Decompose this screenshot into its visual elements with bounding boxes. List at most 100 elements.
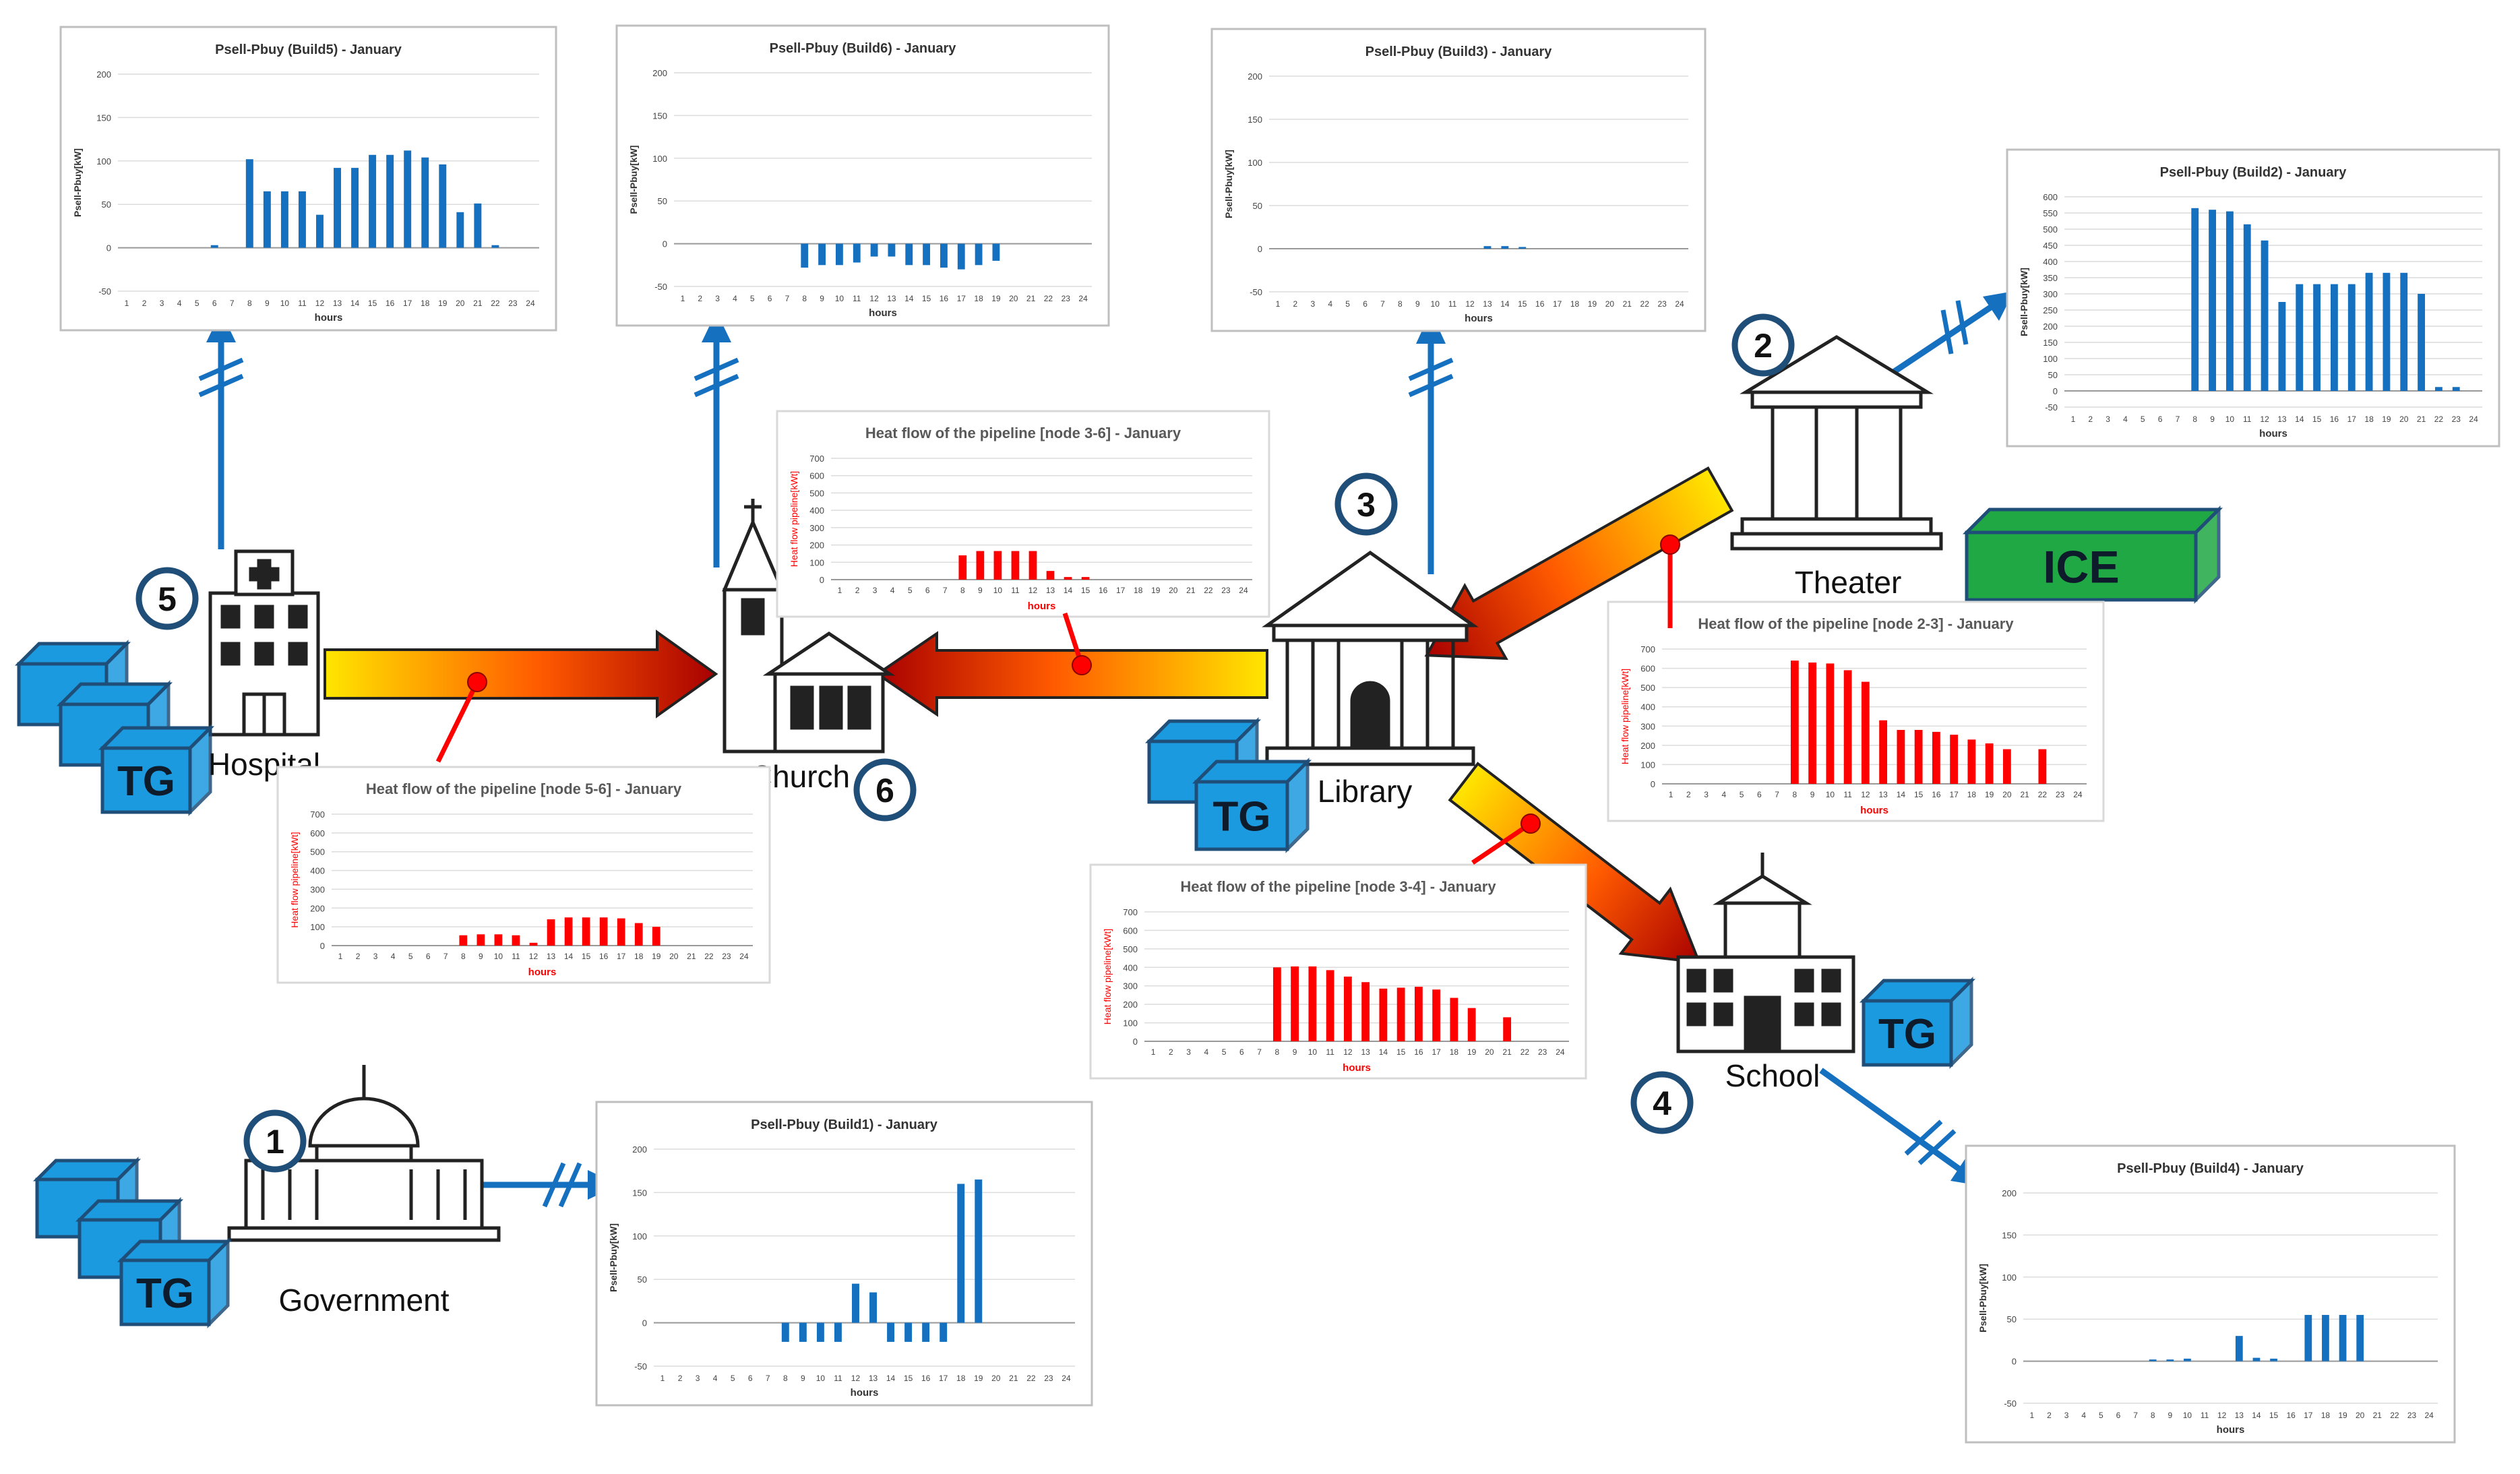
tg-unit-library: TG — [1192, 757, 1312, 854]
x-tick-label: 24 — [1062, 1374, 1071, 1383]
y-tick-label: 500 — [2043, 224, 2058, 235]
x-tick-label: 6 — [1757, 790, 1762, 799]
tg-unit-hospital-label: TG — [117, 758, 175, 805]
x-tick-label: 18 — [1967, 790, 1977, 799]
bar — [835, 243, 843, 266]
x-tick-label: 17 — [1432, 1047, 1441, 1057]
y-tick-label: 400 — [1640, 702, 1655, 712]
chart-h34: Heat flow of the pipeline [node 3-4] - J… — [1089, 813, 1587, 1080]
x-tick-label: 18 — [1450, 1047, 1459, 1057]
bar — [2383, 272, 2391, 391]
bar — [477, 934, 485, 946]
x-tick-label: 16 — [940, 294, 949, 303]
y-tick-label: 100 — [632, 1231, 647, 1241]
x-tick-label: 24 — [739, 952, 749, 961]
chart-connector — [435, 681, 480, 763]
bar — [2356, 1314, 2364, 1361]
y-tick-label: 200 — [1123, 1000, 1138, 1010]
y-tick-label: 600 — [1123, 925, 1138, 935]
x-tick-label: 13 — [1361, 1047, 1370, 1057]
bar — [992, 243, 1000, 261]
x-tick-label: 24 — [1078, 294, 1088, 303]
y-tick-label: 0 — [1258, 244, 1262, 254]
church-building-icon — [722, 499, 896, 754]
x-tick-label: 6 — [748, 1374, 753, 1383]
bar — [2347, 284, 2356, 391]
y-axis-label: Psell-Pbuy[kW] — [2019, 268, 2029, 336]
x-tick-label: 11 — [1448, 299, 1457, 309]
school-label: School — [1725, 1058, 1820, 1093]
bar — [2322, 1314, 2329, 1361]
y-axis-label: Heat flow pipeline[kWt] — [789, 471, 799, 567]
bar — [1879, 720, 1888, 784]
library-label: Library — [1318, 774, 1413, 809]
x-tick-label: 19 — [1151, 586, 1161, 595]
bar — [210, 245, 218, 248]
chart-b5: Psell-Pbuy (Build5) - January-5005010015… — [59, 26, 557, 332]
bar — [1826, 663, 1835, 784]
node-badge-1: 1 — [243, 1109, 307, 1173]
y-tick-label: 700 — [809, 454, 824, 464]
x-tick-label: 5 — [1222, 1047, 1227, 1057]
bar — [1308, 966, 1317, 1041]
x-tick-label: 8 — [247, 299, 252, 308]
bar — [1808, 663, 1817, 784]
bar — [2261, 240, 2269, 391]
y-tick-label: 50 — [102, 199, 111, 210]
x-tick-label: 23 — [2407, 1411, 2417, 1420]
x-tick-label: 8 — [1793, 790, 1797, 799]
y-tick-label: 400 — [2043, 257, 2058, 267]
x-tick-label: 23 — [2452, 414, 2461, 424]
bar — [799, 1322, 807, 1342]
x-tick-label: 21 — [687, 952, 696, 961]
x-tick-label: 7 — [443, 952, 448, 961]
x-tick-label: 3 — [1310, 299, 1315, 309]
y-tick-label: 150 — [632, 1188, 647, 1198]
x-tick-label: 1 — [125, 299, 129, 308]
y-tick-label: 0 — [642, 1318, 647, 1328]
x-tick-label: 24 — [2469, 414, 2478, 424]
y-tick-label: 50 — [2048, 370, 2058, 380]
bar — [1932, 731, 1940, 784]
x-tick-label: 4 — [890, 586, 895, 595]
y-tick-label: 0 — [1133, 1037, 1138, 1047]
chart-frame — [276, 766, 771, 984]
bar — [529, 942, 538, 946]
bar — [1343, 977, 1352, 1041]
bar — [617, 918, 625, 946]
bar — [1272, 967, 1281, 1041]
chart-connector — [1471, 822, 1532, 865]
x-tick-label: 3 — [2106, 414, 2110, 424]
x-tick-label: 15 — [1081, 586, 1090, 595]
bar — [439, 164, 447, 248]
x-tick-label: 11 — [2243, 414, 2252, 424]
bar — [298, 191, 306, 248]
y-tick-label: 600 — [809, 471, 824, 481]
x-tick-label: 16 — [2330, 414, 2339, 424]
bar — [2270, 1358, 2277, 1361]
x-tick-label: 23 — [1044, 1374, 1053, 1383]
x-tick-label: 21 — [2417, 414, 2426, 424]
x-tick-label: 20 — [1605, 299, 1615, 309]
x-tick-label: 9 — [2210, 414, 2215, 424]
x-tick-label: 5 — [1740, 790, 1744, 799]
ice-unit-theater-label: ICE — [2043, 541, 2119, 592]
x-tick-label: 9 — [978, 586, 983, 595]
x-tick-label: 2 — [855, 586, 860, 595]
y-tick-label: 50 — [2007, 1314, 2017, 1324]
x-tick-label: 16 — [599, 952, 609, 961]
x-tick-label: 19 — [2382, 414, 2391, 424]
y-tick-label: -50 — [1250, 287, 1262, 297]
y-tick-label: 100 — [1248, 158, 1262, 168]
x-tick-label: 12 — [315, 299, 325, 308]
y-tick-label: 700 — [1640, 644, 1655, 654]
y-tick-label: 400 — [1123, 962, 1138, 973]
x-tick-label: 10 — [2225, 414, 2235, 424]
x-tick-label: 12 — [529, 952, 539, 961]
bar — [634, 923, 643, 946]
y-tick-label: -50 — [2004, 1399, 2017, 1409]
electric-link-4 — [1819, 1068, 1983, 1186]
x-tick-label: 2 — [142, 299, 147, 308]
x-tick-label: 2 — [2088, 414, 2093, 424]
